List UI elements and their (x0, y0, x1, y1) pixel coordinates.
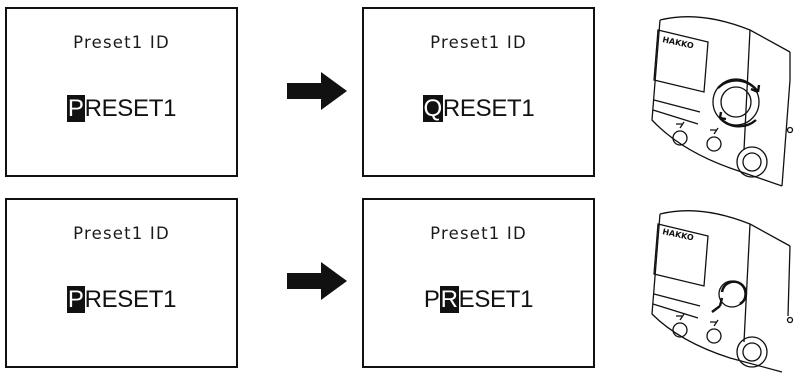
cursor-character: P (66, 286, 85, 313)
preset-title: Preset1 ID (73, 224, 170, 243)
display-panel-after-row2: Preset1 ID PRESET1 (362, 198, 595, 368)
right-arrow-icon (287, 262, 347, 300)
display-panel-before-row2: Preset1 ID PRESET1 (5, 198, 238, 368)
preset-id-value: PRESET1 (7, 286, 236, 314)
display-panel-after-row1: Preset1 ID QRESET1 (362, 7, 595, 177)
cursor-character: R (439, 286, 459, 313)
preset-title: Preset1 ID (73, 33, 170, 52)
preset-id-rest: RESET1 (84, 286, 177, 313)
preset-id-rest: RESET1 (442, 95, 535, 122)
device-rotate-knob-illustration: HAKKO (651, 16, 794, 187)
preset-id-value: PRESET1 (364, 286, 593, 314)
preset-title: Preset1 ID (430, 33, 527, 52)
preset-id-rest: RESET1 (84, 95, 177, 122)
cursor-character: P (66, 95, 85, 122)
preset-id-value: QRESET1 (364, 95, 593, 123)
cursor-character: Q (422, 95, 443, 122)
right-arrow-icon (287, 72, 347, 110)
preset-title: Preset1 ID (430, 224, 527, 243)
preset-id-value: PRESET1 (7, 95, 236, 123)
preset-id-rest: ESET1 (458, 286, 534, 313)
brand-logo: HAKKO (662, 227, 695, 242)
device-press-knob-illustration: HAKKO (651, 210, 794, 373)
preset-id-prefix: P (423, 286, 440, 313)
display-panel-before-row1: Preset1 ID PRESET1 (5, 7, 238, 177)
